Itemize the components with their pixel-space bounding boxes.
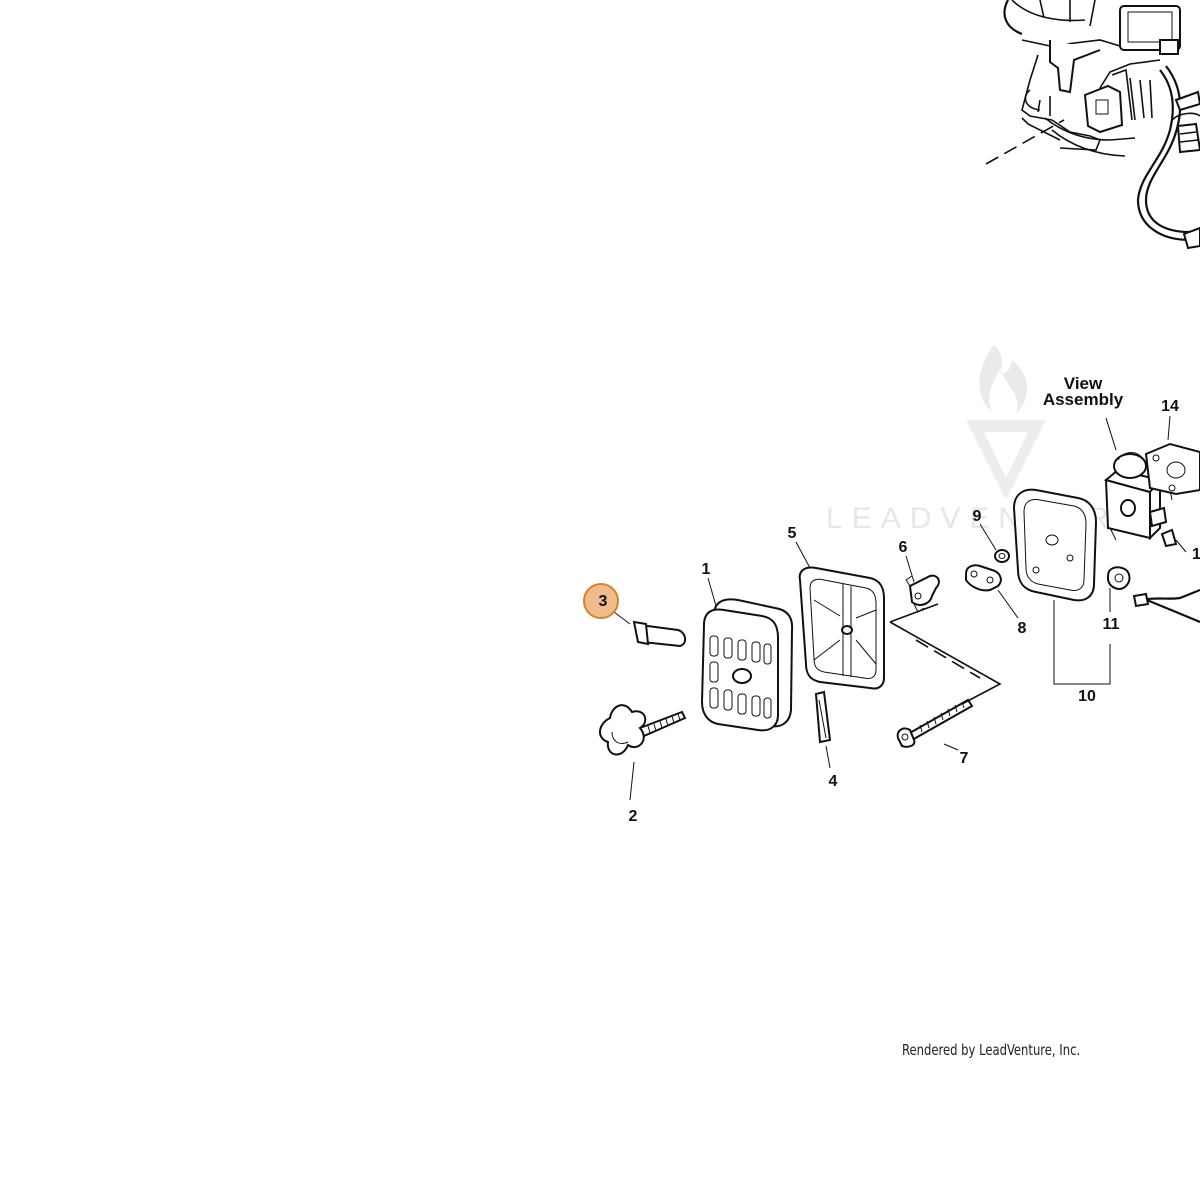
part-4-strip: [814, 690, 832, 744]
part-2-knob: [599, 704, 687, 756]
callout-8[interactable]: 8: [1018, 620, 1027, 637]
callout-1-partial[interactable]: 1: [1192, 546, 1200, 563]
part-6-bracket: [905, 574, 940, 613]
callout-9[interactable]: 9: [973, 508, 982, 525]
part-10-gasket: [1012, 488, 1098, 602]
view-assembly-label: View Assembly: [1043, 374, 1124, 409]
callout-5[interactable]: 5: [788, 525, 797, 542]
part-14-gasket: [1144, 442, 1200, 496]
callouts: 1 2 3 4 5 6 7 8 9 10 11 14 1: [599, 398, 1200, 825]
selected-part-highlight[interactable]: [583, 583, 619, 619]
callout-1[interactable]: 1: [702, 561, 711, 578]
view-assembly-line-2: Assembly: [1043, 390, 1124, 409]
part-3-fitting: [632, 620, 686, 648]
carburetor-assembly: [1103, 452, 1178, 548]
callout-11[interactable]: 11: [1103, 616, 1120, 633]
part-7-bolt: [896, 698, 974, 748]
callout-7[interactable]: 7: [960, 750, 969, 767]
part-8-plate: [965, 564, 1002, 592]
view-assembly-line-1: View: [1064, 374, 1103, 393]
part-5-filter-element: [798, 566, 885, 690]
callout-14[interactable]: 14: [1161, 398, 1179, 415]
callout-6[interactable]: 6: [899, 539, 908, 556]
callout-4[interactable]: 4: [829, 773, 838, 790]
render-credit: Rendered by LeadVenture, Inc.: [902, 1041, 1081, 1059]
part-1-filter-cover: [700, 598, 794, 732]
watermark-text: LEADVENTURE: [826, 502, 1147, 535]
part-9-washer: [994, 549, 1010, 563]
callout-2[interactable]: 2: [629, 808, 638, 825]
throttle-cable: [1132, 588, 1200, 624]
callout-3[interactable]: 3: [599, 593, 608, 610]
callout-10[interactable]: 10: [1078, 688, 1096, 705]
leader-lines: [613, 415, 1187, 801]
part-11-nut: [1107, 566, 1131, 590]
engine-assembly: [985, 0, 1200, 250]
filter-cover-slots: [709, 635, 772, 719]
watermark-v-icon: [966, 420, 1046, 500]
watermark-flame-icon: [979, 345, 1028, 414]
